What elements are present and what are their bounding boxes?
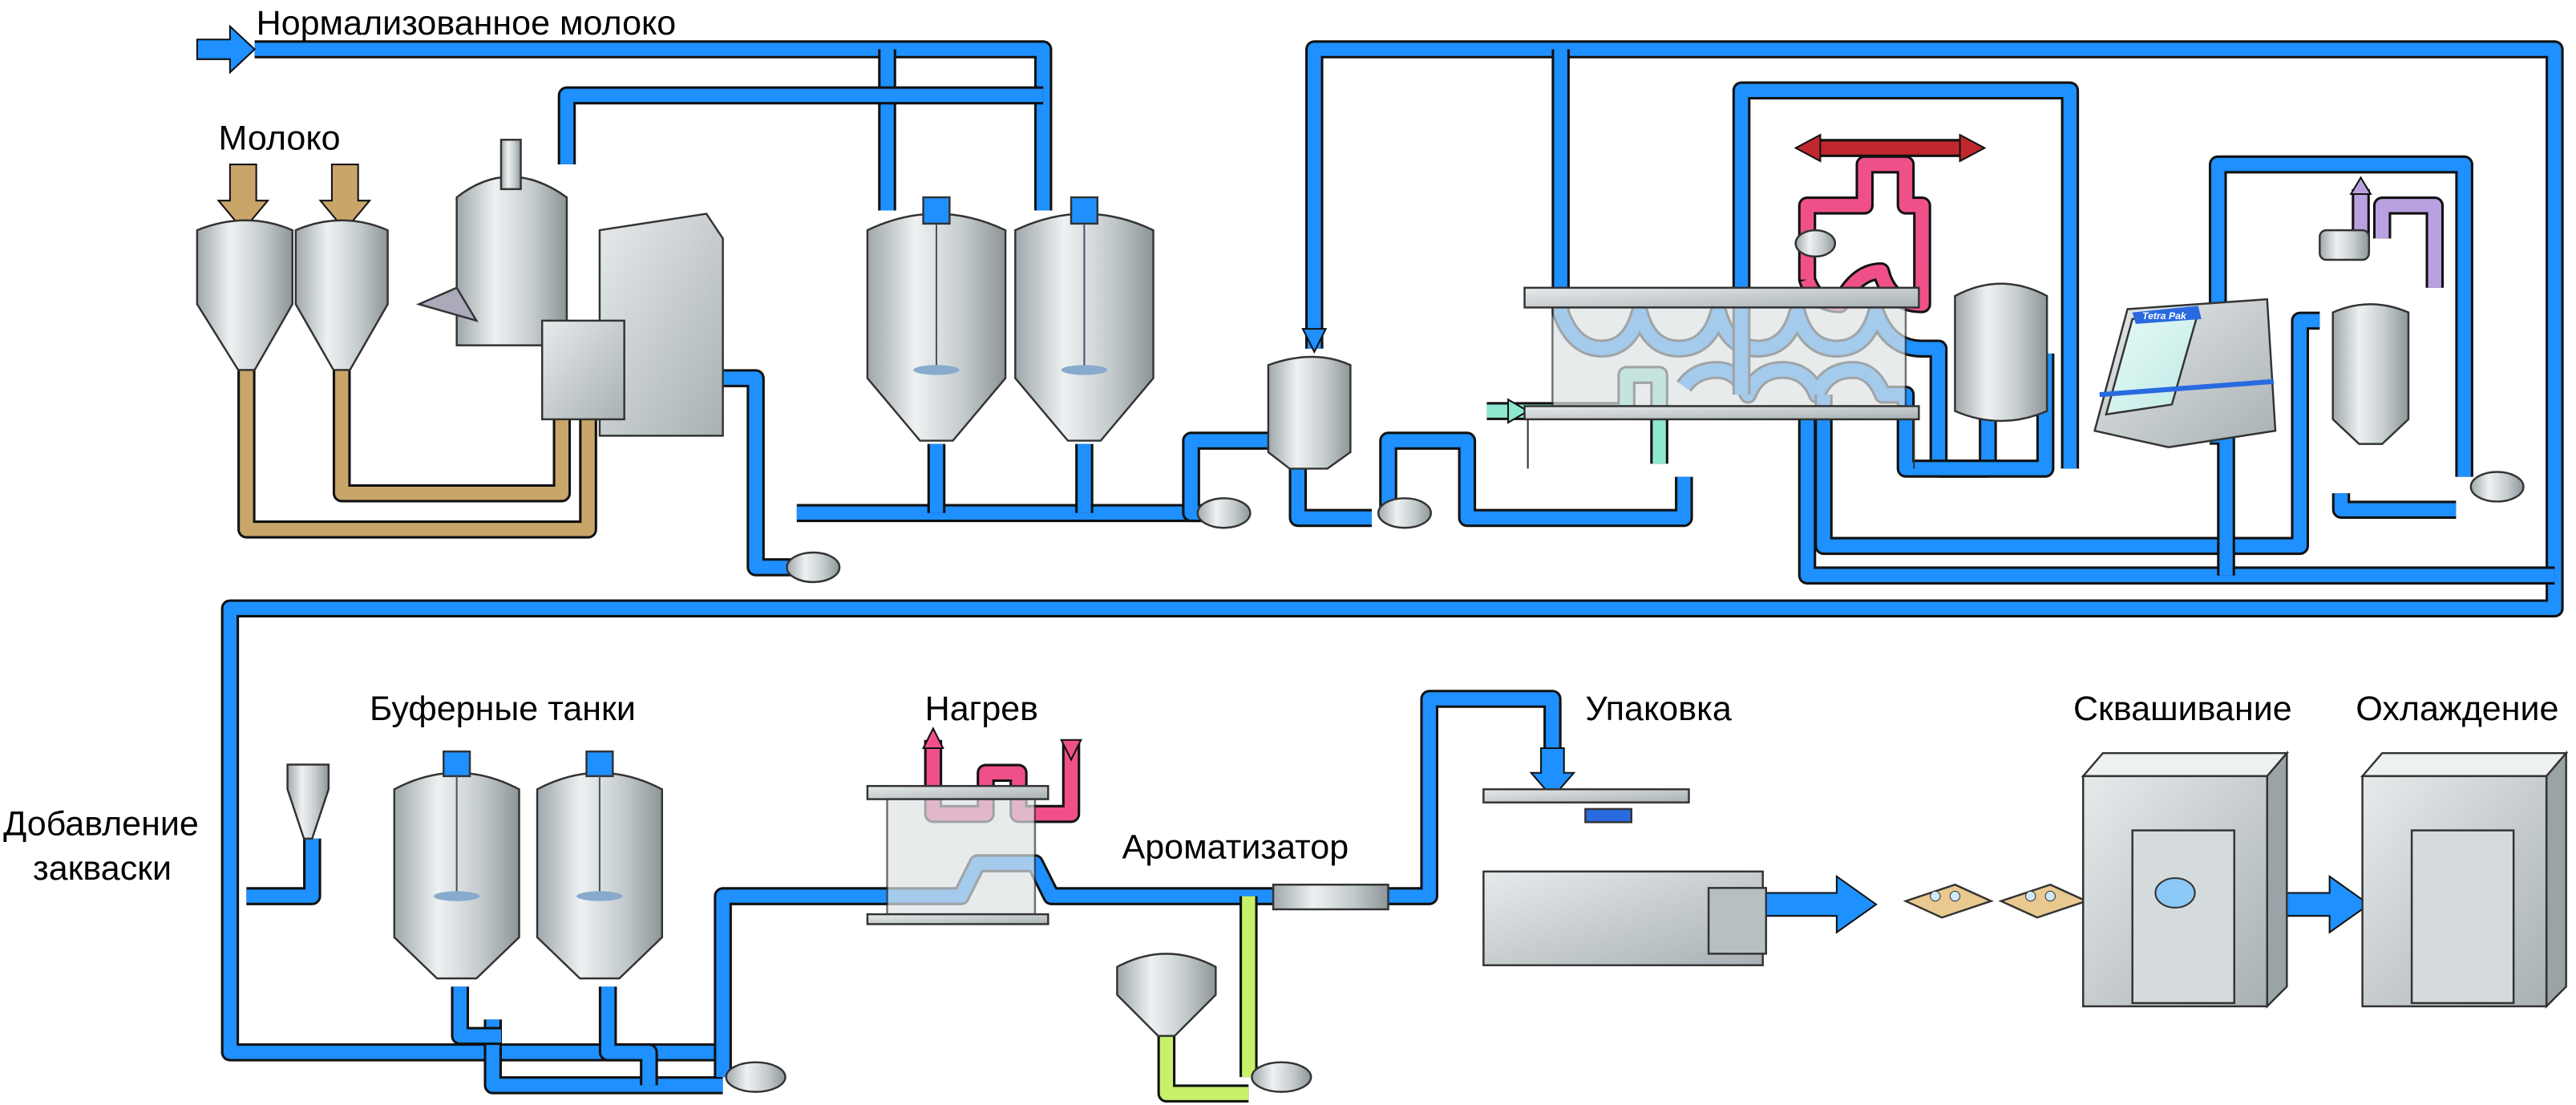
inlet-arrow-icon [196, 24, 257, 75]
label-heating: Нагрев [925, 690, 1038, 728]
fermentation-room [2081, 750, 2290, 1009]
mixing-tank-2 [1014, 196, 1155, 442]
pump-icon [1251, 1061, 1312, 1093]
product-pipe [560, 88, 1044, 165]
label-flavoring: Ароматизатор [1122, 828, 1349, 866]
homogenizer: Tetra Pak [2093, 298, 2277, 449]
yogurt-cup-trays [1903, 883, 2089, 919]
milk-arrow-icon-1 [216, 164, 270, 232]
product-pipe [1734, 83, 2077, 469]
label-fermentation: Сквашивание [2073, 690, 2292, 728]
label-cooling: Охлаждение [2356, 690, 2558, 728]
label-starter-line1: Добавление [3, 805, 199, 844]
pump-icon [725, 1061, 787, 1093]
product-pipe [1381, 434, 1691, 525]
product-pipe-outline [254, 40, 1053, 211]
product-pipe-outline [722, 369, 806, 577]
product-pipe [601, 986, 656, 1086]
raw-milk-pipes [237, 365, 597, 539]
pump-icon [786, 551, 841, 584]
product-pipe-outline [246, 838, 321, 905]
buffer-tank-2 [536, 750, 664, 980]
mixing-tanks [866, 196, 1155, 442]
buffer-tank-1 [393, 750, 520, 980]
cooling-room [2360, 750, 2569, 1009]
holding-tube [1954, 282, 2048, 423]
product-pipe [1800, 411, 2555, 582]
product-pipe [246, 838, 319, 903]
product-pipe [722, 371, 806, 574]
product-pipe [1388, 692, 1559, 903]
heating-plate-exchanger [866, 784, 1049, 925]
vacuum-deaerator [2319, 229, 2410, 445]
product-pipe [2211, 157, 2471, 477]
label-buffer-tanks: Буферные танки [370, 690, 636, 728]
pump-icon [1794, 229, 1837, 258]
deaerator-vessel [1267, 355, 1352, 470]
packaging-machine [1482, 788, 1768, 966]
pump-icon [1377, 497, 1433, 529]
pumps [725, 229, 2525, 1093]
product-pipe [2334, 493, 2457, 516]
standardization-mixer [415, 139, 724, 437]
milk-arrow-icon-2 [318, 164, 372, 232]
product-pipe-outline [557, 86, 1044, 165]
label-starter-line2: закваски [33, 849, 172, 888]
starter-hopper [286, 763, 330, 840]
product-pipe [223, 42, 2562, 1059]
product-pipe [453, 986, 501, 1043]
packaging-arrow-icon [1529, 747, 1576, 799]
plate-heat-exchanger [1523, 286, 1920, 469]
product-pipe [1817, 314, 2320, 552]
product-pipe-outline [1379, 431, 1693, 528]
tetra-pak-logo: Tetra Pak [2142, 310, 2187, 322]
product-pipe [1291, 468, 1373, 525]
buffer-tanks-shapes [393, 750, 664, 980]
milk-silos [196, 219, 389, 371]
labels: Нормализованное молоко Молоко Буферные т… [3, 4, 2558, 888]
label-milk: Молоко [219, 119, 341, 158]
pump-icon [2469, 471, 2525, 503]
label-packaging: Упаковка [1585, 690, 1731, 728]
product-pipe [254, 42, 1050, 211]
flow-arrows [196, 24, 2371, 934]
flavoring-unit [1116, 883, 1389, 1038]
pump-icon [1196, 497, 1252, 529]
mixing-tank-1 [866, 196, 1007, 442]
product-pipe-outline [1288, 468, 1373, 528]
label-normalized-milk: Нормализованное молоко [257, 4, 677, 42]
to-fermentation-arrow-icon [1765, 874, 1878, 934]
